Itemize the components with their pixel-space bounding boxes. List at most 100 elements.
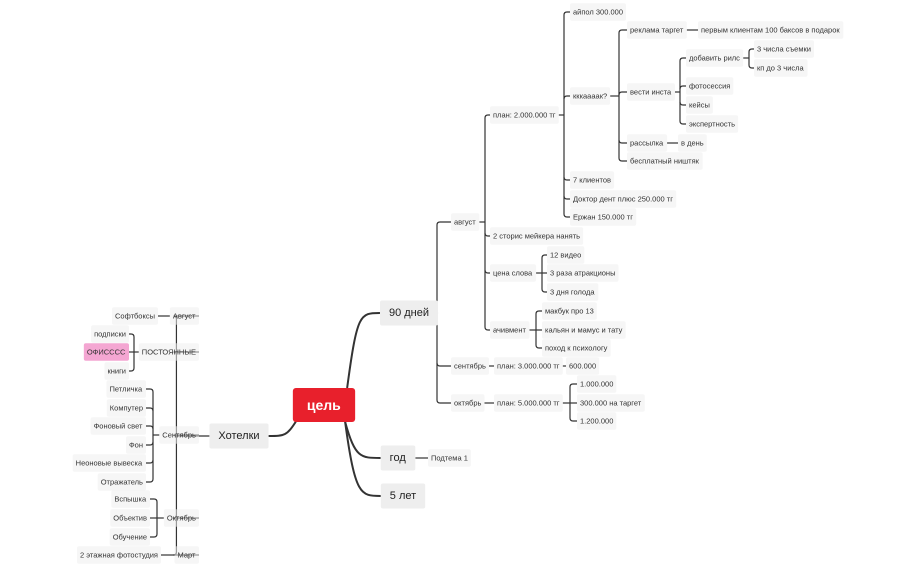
- topic-label: Хотелки: [218, 430, 259, 442]
- topic-mail-c[interactable]: в день: [678, 134, 707, 152]
- topic-label: реклама таргет: [630, 26, 684, 35]
- topic-label: кейсы: [689, 101, 710, 110]
- topic-oct[interactable]: октябрь: [451, 394, 485, 412]
- connector-line: [150, 498, 158, 503]
- topic-box: [566, 357, 600, 375]
- topic-sep-v[interactable]: 600.000: [566, 357, 600, 375]
- topic-perm-2[interactable]: ОФИСССС: [83, 343, 129, 361]
- topic-yr[interactable]: год: [380, 445, 416, 471]
- topic-o-2[interactable]: 300.000 на таргет: [577, 394, 645, 412]
- topic-expert[interactable]: экспертность: [686, 115, 739, 133]
- topic-w-3[interactable]: 3 дня голода: [547, 283, 599, 301]
- topic-s-2[interactable]: Компутер: [106, 399, 146, 417]
- topic-box: [547, 283, 599, 301]
- topic-oc-2[interactable]: Объектив: [110, 509, 150, 527]
- topic-s-5[interactable]: Неоновые вывеска: [72, 454, 146, 472]
- topic-box: [90, 417, 146, 435]
- topic-a-2[interactable]: кальян и мамус и тату: [542, 321, 626, 339]
- topic-l-sep[interactable]: Сентябрь: [159, 426, 199, 444]
- topic-perz[interactable]: Ержан 150.000 тг: [570, 208, 637, 226]
- topic-box: [570, 190, 677, 208]
- topic-label: 1.200.000: [580, 417, 613, 426]
- topic-plan[interactable]: план: 2.000.000 тг: [490, 106, 559, 124]
- topic-box: [577, 375, 617, 393]
- topic-w-2[interactable]: 3 раза атракционы: [547, 264, 619, 282]
- topic-perm-1[interactable]: подписки: [91, 325, 129, 343]
- topic-ads[interactable]: реклама таргет: [627, 21, 687, 39]
- topic-l-mar-c[interactable]: 2 этажная фотостудия: [76, 546, 161, 564]
- topic-sep[interactable]: сентябрь: [451, 357, 490, 375]
- topic-ads-c[interactable]: первым клиентам 100 баксов в подарок: [698, 21, 844, 39]
- topic-how[interactable]: кккаааак?: [570, 87, 611, 105]
- topic-box: [292, 388, 356, 422]
- topic-d-90[interactable]: 90 дней: [379, 300, 439, 326]
- topic-box: [380, 483, 426, 509]
- topic-pdd[interactable]: Доктор дент плюс 250.000 тг: [570, 190, 677, 208]
- topic-a-3[interactable]: поход к психологу: [542, 339, 611, 357]
- topic-s-3[interactable]: Фоновый свет: [90, 417, 146, 435]
- topic-root[interactable]: цель: [292, 388, 356, 422]
- topic-label: 3 числа съемки: [757, 45, 811, 54]
- topic-yr-sub[interactable]: Подтема 1: [428, 449, 471, 467]
- topic-box: [380, 445, 416, 471]
- topic-label: 2 этажная фотостудия: [80, 551, 158, 560]
- topic-l-oct[interactable]: Октябрь: [163, 509, 199, 527]
- topic-oct-p[interactable]: план: 5.000.000 тг: [494, 394, 563, 412]
- topic-word[interactable]: цена слова: [490, 264, 537, 282]
- topic-insta[interactable]: вести инста: [627, 83, 675, 101]
- topic-w-1[interactable]: 12 видео: [547, 246, 585, 264]
- connector-line: [563, 95, 570, 100]
- topic-free[interactable]: бесплатный ништяк: [627, 152, 703, 170]
- topic-s-4[interactable]: Фон: [125, 436, 146, 454]
- topic-r-1[interactable]: 3 числа съемки: [754, 40, 814, 58]
- topic-cases[interactable]: кейсы: [686, 96, 713, 114]
- topic-label: первым клиентам 100 баксов в подарок: [701, 26, 840, 35]
- topic-aug[interactable]: август: [451, 213, 480, 231]
- topic-label: Компутер: [110, 404, 143, 413]
- connector-line: [541, 288, 547, 293]
- topic-o-3[interactable]: 1.200.000: [577, 412, 617, 430]
- topic-a-1[interactable]: макбук про 13: [542, 302, 597, 320]
- topic-l-aug-c[interactable]: Софтбоксы: [111, 307, 158, 325]
- topic-label: Вспышка: [114, 495, 147, 504]
- topic-box: [451, 394, 485, 412]
- topic-s-6[interactable]: Отражатель: [97, 473, 146, 491]
- connector-lines: [129, 11, 754, 556]
- topic-box: [577, 412, 617, 430]
- connector-line: [484, 114, 490, 119]
- topic-oc-3[interactable]: Обучение: [109, 528, 150, 546]
- topic-stories[interactable]: 2 сторис мейкера нанять: [490, 227, 584, 245]
- topic-perm-3[interactable]: книги: [104, 362, 129, 380]
- topic-l-mar[interactable]: Март: [174, 546, 199, 564]
- topic-mail[interactable]: рассылка: [627, 134, 668, 152]
- connector-line: [618, 91, 627, 96]
- topic-label: цена слова: [493, 269, 533, 278]
- topic-wants[interactable]: Хотелки: [209, 423, 269, 449]
- topic-label: в день: [681, 139, 704, 148]
- topic-sep-p[interactable]: план: 3.000.000 тг: [494, 357, 563, 375]
- topic-y-5[interactable]: 5 лет: [380, 483, 426, 509]
- topic-label: цель: [307, 397, 341, 413]
- topic-oc-1[interactable]: Вспышка: [111, 490, 150, 508]
- topic-aipol[interactable]: айпол 300.000: [570, 3, 626, 21]
- topic-label: вести инста: [630, 88, 672, 97]
- connector-line: [618, 29, 627, 34]
- topic-l-perm[interactable]: ПОСТОЯННЫЕ: [138, 343, 199, 361]
- connector-line: [563, 213, 570, 218]
- topic-r-2[interactable]: кп до 3 числа: [754, 59, 808, 77]
- topic-box: [547, 264, 619, 282]
- topic-photo[interactable]: фотосессия: [686, 77, 734, 95]
- topic-box: [169, 307, 199, 325]
- connector-line: [484, 232, 490, 237]
- topic-box: [570, 208, 637, 226]
- topic-ach[interactable]: ачивмент: [490, 321, 530, 339]
- topic-label: Сентябрь: [162, 431, 196, 440]
- topic-box: [72, 454, 146, 472]
- topic-l-aug[interactable]: Август: [169, 307, 199, 325]
- topic-reels[interactable]: добавить рилс: [686, 49, 744, 67]
- topic-label: Петличка: [109, 385, 143, 394]
- connector-line: [569, 417, 577, 422]
- topic-o-1[interactable]: 1.000.000: [577, 375, 617, 393]
- topic-p-7[interactable]: 7 клиентов: [570, 171, 615, 189]
- topic-s-1[interactable]: Петличка: [106, 380, 146, 398]
